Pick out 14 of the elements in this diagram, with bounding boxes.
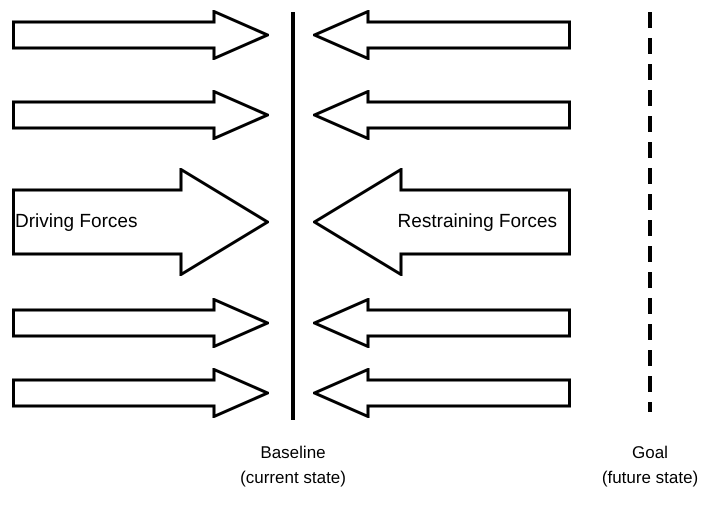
arrow-label: Driving Forces xyxy=(15,211,138,233)
line-caption: Goal (future state) xyxy=(600,442,700,489)
line-caption: Baseline (current state) xyxy=(239,442,347,489)
arrow-label: Restraining Forces xyxy=(398,211,557,233)
force-symbol xyxy=(313,10,571,60)
force-symbol xyxy=(313,368,571,418)
force-symbol xyxy=(313,298,571,348)
force-symbol xyxy=(12,90,269,140)
force-symbol xyxy=(313,90,571,140)
force-symbol xyxy=(12,10,269,60)
force-symbol xyxy=(313,168,571,276)
force-symbol xyxy=(12,168,269,276)
force-symbol xyxy=(12,368,269,418)
force-symbol xyxy=(12,298,269,348)
